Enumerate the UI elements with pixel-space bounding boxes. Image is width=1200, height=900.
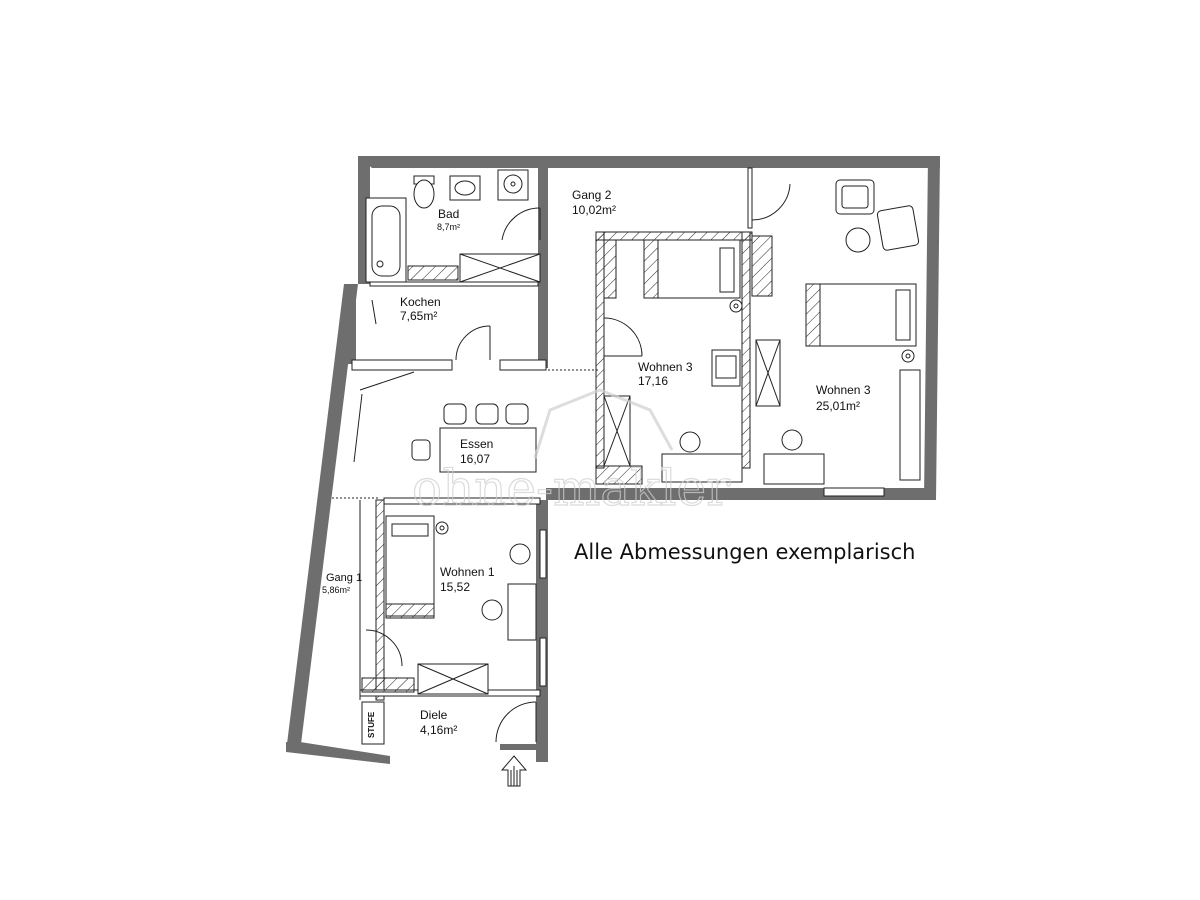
- essen-furniture: [353, 371, 537, 473]
- room-name-wohnen3a: Wohnen 3: [638, 360, 693, 374]
- diele-fixtures: [361, 701, 537, 745]
- room-name-diele: Diele: [420, 708, 448, 722]
- wohnen1-furniture: [361, 515, 547, 695]
- stufe-label: STUFE: [367, 711, 376, 738]
- room-area-bad: 8,7m²: [437, 222, 460, 232]
- wohnen3a-furniture: [595, 183, 791, 485]
- room-name-wohnen3b: Wohnen 3: [816, 383, 871, 397]
- watermark-text: ohne-makler: [412, 459, 730, 517]
- room-name-essen: Essen: [460, 437, 493, 451]
- room-area-wohnen3b: 25,01m²: [816, 399, 860, 413]
- room-name-wohnen1: Wohnen 1: [440, 565, 495, 579]
- room-area-wohnen1: 15,52: [440, 580, 470, 594]
- wohnen3b-furniture: [751, 179, 921, 497]
- room-name-kochen: Kochen: [400, 295, 441, 309]
- room-area-wohnen3a: 17,16: [638, 374, 668, 388]
- room-area-essen: 16,07: [460, 452, 490, 466]
- dimensions-note: Alle Abmessungen exemplarisch: [574, 540, 915, 564]
- room-area-kochen: 7,65m²: [400, 309, 437, 323]
- watermark: ohne-makler: [411, 388, 731, 518]
- room-name-gang2: Gang 2: [572, 188, 612, 202]
- room-area-gang1: 5,86m²: [322, 585, 350, 595]
- room-area-diele: 4,16m²: [420, 723, 457, 737]
- room-name-gang1: Gang 1: [326, 572, 362, 584]
- room-name-bad: Bad: [438, 207, 459, 221]
- kitchen-fixtures: [348, 299, 491, 361]
- interior-walls: [332, 167, 753, 701]
- bathroom-fixtures: [365, 169, 541, 283]
- room-area-gang2: 10,02m²: [572, 203, 616, 217]
- entrance-arrow-icon: [500, 755, 528, 787]
